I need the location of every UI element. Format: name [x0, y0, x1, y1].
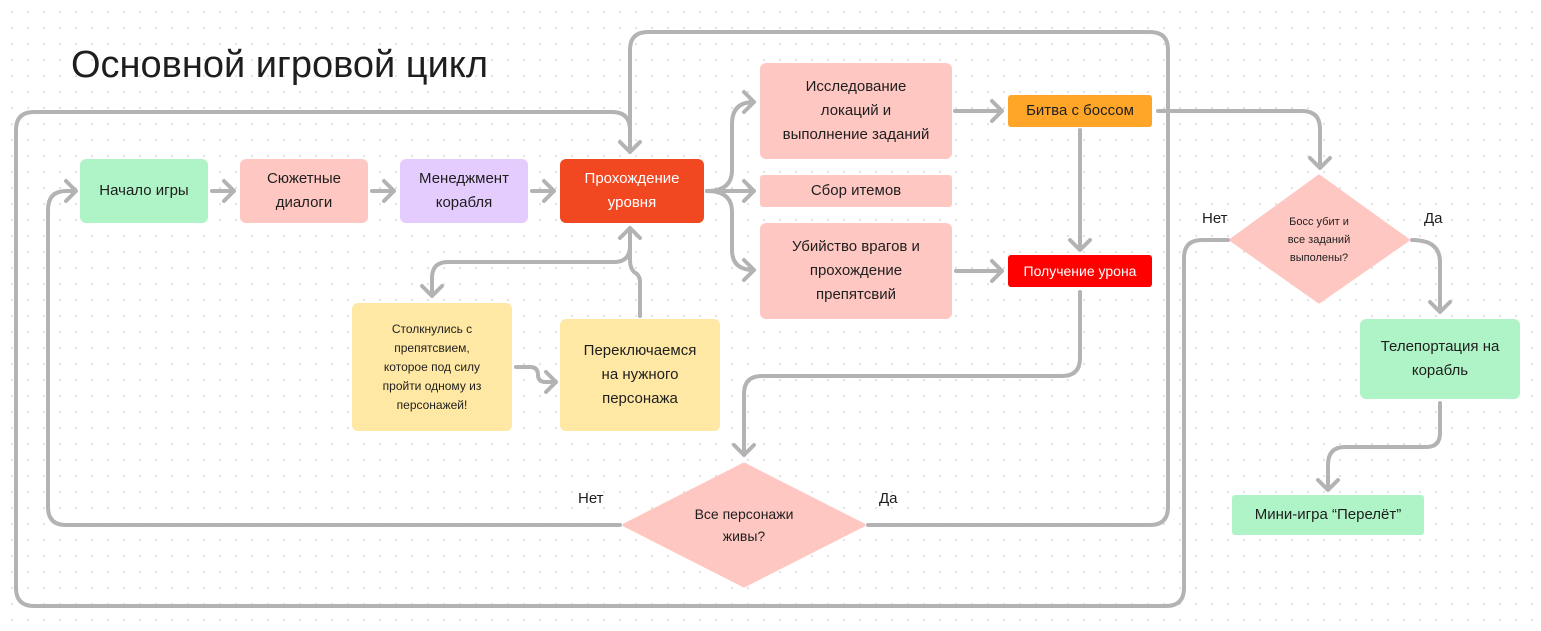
arrow-kill-to-damage — [954, 259, 1004, 283]
node-obstacle-label: Столкнулись с препятсвием, которое под с… — [382, 321, 482, 412]
arrow-boss-no-to-level — [14, 110, 1230, 608]
node-dialogs-label: Сюжетные диалоги — [266, 170, 342, 211]
node-ship-management[interactable]: Менеджмент корабля — [400, 159, 528, 223]
arrow-alive-yes-to-level — [618, 30, 1170, 527]
arrow-damage-to-alive — [732, 290, 1082, 457]
node-minigame-label: Мини-игра “Перелёт” — [1254, 506, 1402, 523]
node-ship-management-label: Менеджмент корабля — [419, 170, 509, 211]
arrow-boss-to-damage — [1068, 128, 1092, 252]
arrow-alive-no-to-start — [46, 179, 622, 527]
node-start[interactable]: Начало игры — [80, 159, 208, 223]
arrow-switch-to-level — [628, 244, 642, 318]
arrow-boss-yes-to-teleport — [1410, 238, 1452, 314]
node-collect-label: Сбор итемов — [810, 182, 902, 199]
diagram-title: Основной игровой цикл — [71, 44, 489, 86]
node-level-label: Прохождение уровня — [584, 170, 680, 211]
node-kill[interactable]: Убийство врагов и прохождение препятсвий — [760, 223, 952, 319]
node-explore[interactable]: Исследование локаций и выполнение задани… — [760, 63, 952, 159]
node-kill-label: Убийство врагов и прохождение препятсвий — [792, 238, 920, 303]
node-explore-label: Исследование локаций и выполнение задани… — [782, 78, 930, 143]
decision-alive-shape[interactable] — [622, 462, 866, 588]
node-obstacle[interactable]: Столкнулись с препятсвием, которое под с… — [352, 303, 512, 431]
decision-boss-question: Босс убит и все заданий выполены? — [1287, 216, 1351, 264]
node-boss-label: Битва с боссом — [1026, 102, 1134, 119]
arrow-start-to-dialogs — [210, 179, 236, 203]
node-switch-label: Переключаемся на нужного персонажа — [583, 342, 697, 407]
node-switch[interactable]: Переключаемся на нужного персонажа — [560, 319, 720, 431]
node-boss[interactable]: Битва с боссом — [1008, 95, 1152, 127]
arrow-obstacle-to-switch — [514, 365, 558, 394]
decision-alive-yes-label: Да — [879, 490, 898, 507]
node-collect[interactable]: Сбор итемов — [760, 175, 952, 207]
decision-boss-yes-label: Да — [1424, 210, 1443, 227]
node-start-label: Начало игры — [99, 182, 189, 199]
node-teleport[interactable]: Телепортация на корабль — [1360, 319, 1520, 399]
node-teleport-label: Телепортация на корабль — [1380, 338, 1500, 379]
decision-alive-question: Все персонажи живы? — [694, 506, 794, 544]
arrow-ship-to-level — [530, 179, 556, 203]
decision-boss-shape[interactable] — [1229, 174, 1410, 304]
node-dialogs[interactable]: Сюжетные диалоги — [240, 159, 368, 223]
decision-alive-no-label: Нет — [578, 490, 604, 507]
arrow-boss-to-decision — [1156, 109, 1332, 170]
node-level[interactable]: Прохождение уровня — [560, 159, 704, 223]
node-damage[interactable]: Получение урона — [1008, 255, 1152, 287]
arrow-level-to-kill — [705, 189, 756, 282]
node-minigame[interactable]: Мини-игра “Перелёт” — [1232, 495, 1424, 535]
node-damage-label: Получение урона — [1023, 263, 1137, 279]
arrow-teleport-to-minigame — [1316, 401, 1442, 492]
decision-boss-no-label: Нет — [1202, 210, 1228, 227]
arrow-dialogs-to-ship — [370, 179, 396, 203]
arrow-level-to-obstacle — [420, 226, 642, 298]
arrow-explore-to-boss — [953, 99, 1004, 123]
arrow-level-to-explore — [705, 90, 756, 193]
